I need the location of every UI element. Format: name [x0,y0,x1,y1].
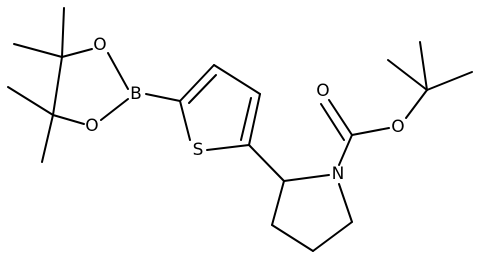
ester-oxygen-label: O [391,117,404,137]
label-masks [83,35,407,184]
tbutyl-methyl-1 [419,41,428,91]
bond-b-o-top [107,52,129,90]
bond-b-o-bottom [100,98,129,121]
bond-c-c-pinacol [52,56,63,116]
bond-carbonyl-o-double-b [320,103,345,141]
thiophene-bond-c2-s [206,144,250,151]
oxygen-bottom-label: O [85,116,98,136]
pinacol-methyls [7,7,65,163]
thiophene-double-bond-c3-c2 [240,97,252,141]
bond-carbonyl-o-ester [351,127,390,136]
boron-label: B [130,84,142,104]
methyl-bond-4 [41,114,54,163]
bond-thiophene-pyrrolidine [248,144,285,182]
pyrrolidine-bond-n-c5 [338,183,353,223]
thiophene-bond-c4-c3 [213,64,261,95]
nitrogen-label: N [332,164,345,184]
methyl-bond-3 [7,86,54,116]
thiophene-bond-c3-c2 [248,93,261,146]
methyl-bond-1 [61,7,65,58]
boc-group [320,41,473,166]
bond-o-tbutyl [405,89,428,119]
methyl-bond-2 [13,43,63,58]
tbutyl-methyl-3 [426,71,473,91]
dioxaborolane-ring [52,48,129,125]
pyrrolidine-bond-c5-c4 [312,221,353,252]
atom-labels: B O O S N O O [85,35,404,184]
tbutyl-methyl-2 [387,59,428,91]
bond-carbonyl-o-double-a [328,99,353,136]
thiophene-ring [179,64,261,151]
bond-o-bottom-c [52,114,85,125]
bond-b-thiophene [145,93,181,102]
thiophene-bond-c5-c4 [179,64,215,102]
bond-n-carbonyl [338,134,353,166]
carbonyl-oxygen-label: O [316,81,329,101]
pyrrolidine-ring [271,174,353,252]
sulfur-label: S [193,140,204,160]
thiophene-bond-s-c5 [179,100,191,141]
thiophene-double-bond-c5-c4 [188,74,217,104]
oxygen-top-label: O [93,35,106,55]
pyrrolidine-bond-c3-c2 [271,180,285,226]
pyrrolidine-bond-c2-n [283,174,330,182]
bond-o-top-c [61,48,93,58]
pyrrolidine-bond-c4-c3 [271,224,314,252]
